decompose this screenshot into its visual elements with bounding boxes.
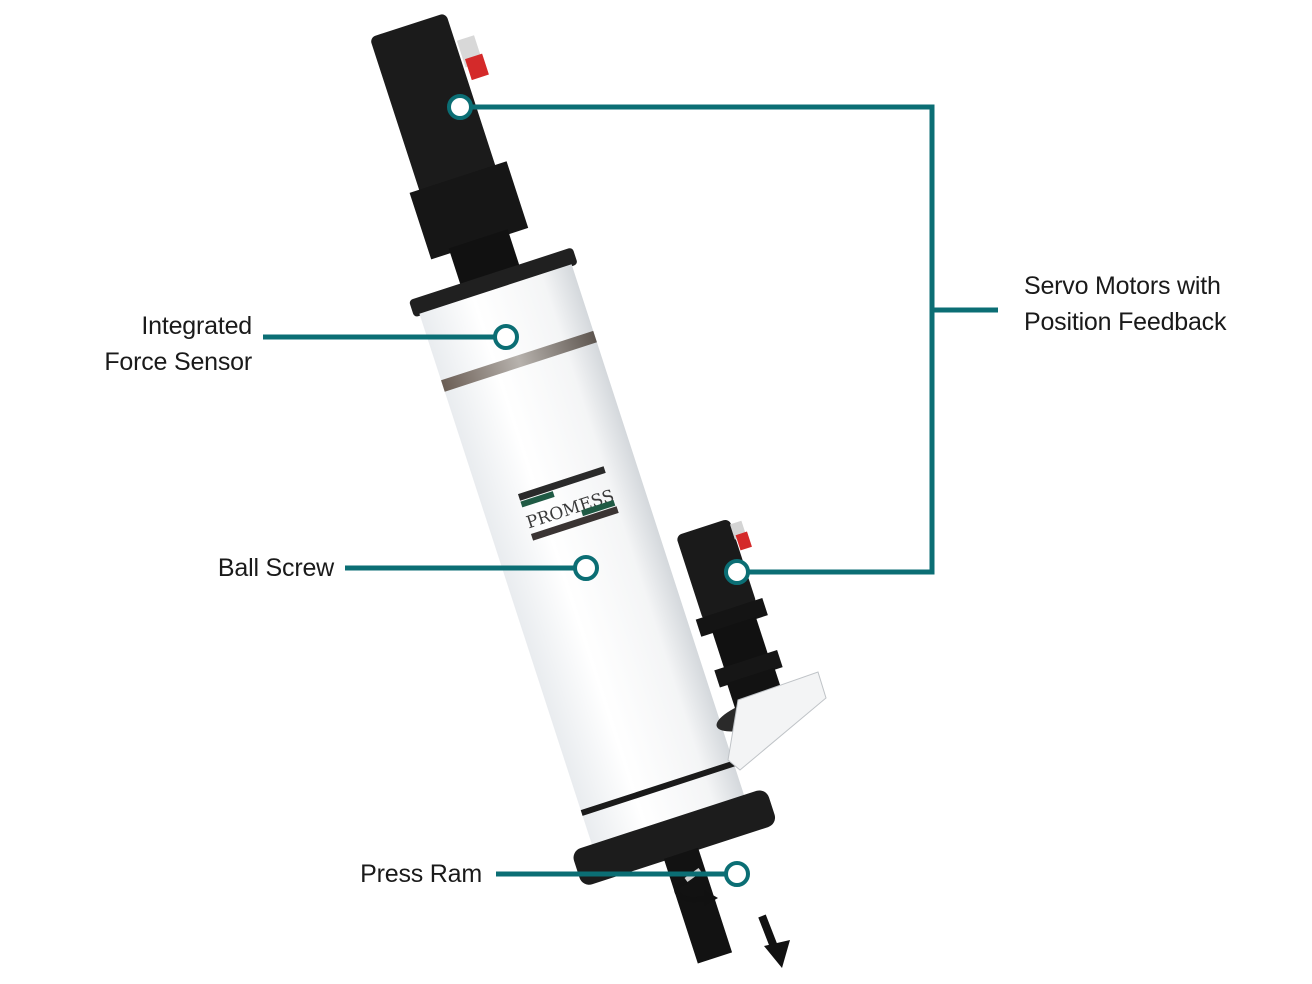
anchor-force-sensor bbox=[493, 324, 519, 350]
anchor-press-ram bbox=[724, 861, 750, 887]
anchor-servo-side bbox=[724, 559, 750, 585]
callout-anchors bbox=[447, 94, 750, 887]
label-line: Servo Motors with bbox=[1024, 272, 1221, 300]
anchor-ball-screw bbox=[573, 555, 599, 581]
callout-lines bbox=[263, 104, 998, 877]
label-line: Integrated bbox=[141, 312, 252, 340]
label-line: Press Ram bbox=[360, 860, 482, 888]
anchor-servo-top bbox=[447, 94, 473, 120]
label-ball-screw: Ball Screw bbox=[150, 550, 334, 586]
linear-down-arrow-icon bbox=[758, 914, 790, 968]
main-cylinder: PROMESS bbox=[371, 14, 776, 964]
motor-bracket bbox=[727, 671, 827, 771]
label-line: Position Feedback bbox=[1024, 308, 1227, 336]
label-press-ram: Press Ram bbox=[300, 856, 482, 892]
label-integrated-force-sensor: Integrated Force Sensor bbox=[60, 308, 252, 380]
label-servo-motors: Servo Motors with Position Feedback bbox=[1024, 268, 1284, 340]
label-line: Force Sensor bbox=[104, 348, 252, 376]
label-line: Ball Screw bbox=[217, 554, 334, 582]
